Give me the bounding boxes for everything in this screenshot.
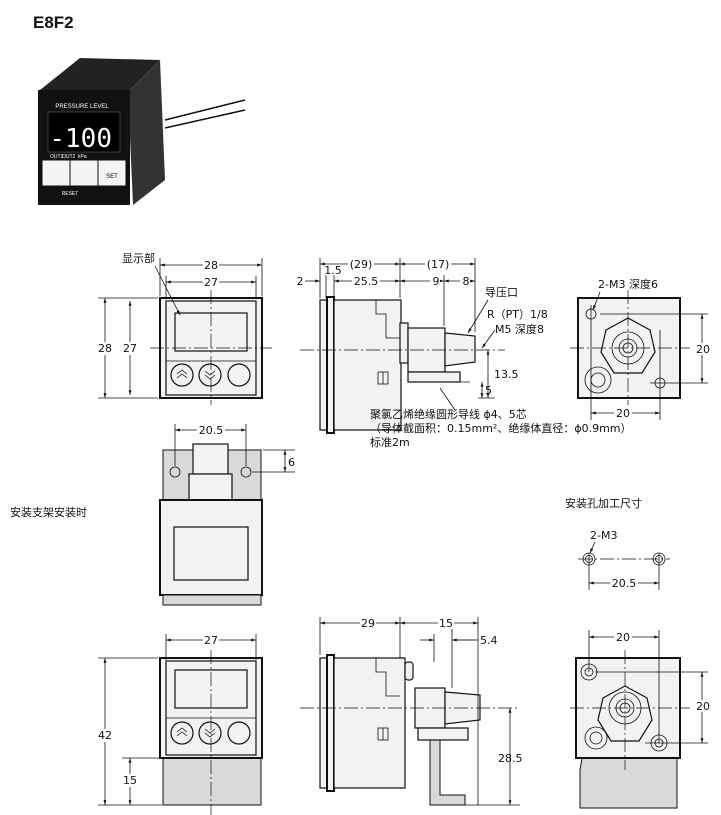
label-m5: M5 深度8 <box>495 322 544 336</box>
photo-display: -100 <box>49 124 112 154</box>
dim-bottom-front-15: 15 <box>123 774 137 787</box>
label-pressure-port: 导压口 <box>485 286 518 299</box>
dim-bracket-20-5: 20.5 <box>199 424 224 437</box>
dim-side-9: 9 <box>433 275 440 288</box>
dim-bottom-side-28-5: 28.5 <box>498 752 523 765</box>
photo-header: PRESSURE LEVEL <box>55 104 109 110</box>
dim-side-29: (29) <box>350 258 373 271</box>
product-title: E8F2 <box>33 13 74 32</box>
label-thread: R（PT）1/8 <box>487 308 548 321</box>
dim-front-width-27: 27 <box>204 276 218 289</box>
photo-set-label: SET <box>106 174 118 180</box>
product-photo: PRESSURE LEVEL -100 OUT1 OUT2 kPa SET RE… <box>38 58 246 205</box>
dim-mount-pitch: 20.5 <box>612 577 637 590</box>
photo-label-out2: OUT2 <box>62 154 76 160</box>
label-rear-holes: 2-M3 深度6 <box>598 277 658 291</box>
dim-bottom-front-27: 27 <box>204 634 218 647</box>
dim-front-height-28: 28 <box>98 342 112 355</box>
bottom-rear-view: 20 20 <box>570 630 713 809</box>
dim-side-5: 5 <box>485 384 492 397</box>
dim-bottom-side-5-4: 5.4 <box>480 634 498 647</box>
bottom-side-view: 29 15 5.4 28.5 <box>300 617 523 806</box>
mounting-holes-title: 安装孔加工尺寸 <box>565 496 642 510</box>
label-cable-spec: 聚氯乙烯绝缘圆形导线 ϕ4、5芯 <box>370 407 527 421</box>
dim-bracket-6: 6 <box>288 456 295 469</box>
label-cable-length: 标准2m <box>370 435 410 449</box>
photo-label-out1: OUT1 <box>50 154 64 160</box>
front-view: 28 27 28 27 显示部 <box>96 251 272 405</box>
dim-side-1-5: 1.5 <box>324 264 342 277</box>
photo-label-kpa: kPa <box>78 154 87 160</box>
photo-reset-label: RESET <box>62 191 79 197</box>
label-cable-detail: （导体截面积：0.15mm²、绝缘体直径：ϕ0.9mm） <box>370 421 632 435</box>
dim-side-25-5: 25.5 <box>354 275 379 288</box>
label-mount-holes: 2-M3 <box>590 529 617 542</box>
dim-side-17: (17) <box>427 258 450 271</box>
dim-rear-width-20: 20 <box>616 407 630 420</box>
dim-front-height-27: 27 <box>123 342 137 355</box>
dim-bottom-front-42: 42 <box>98 729 112 742</box>
dim-side-2: 2 <box>297 275 304 288</box>
label-bracket-mounted: 安装支架安装时 <box>10 505 87 519</box>
label-display: 显示部 <box>122 251 155 265</box>
side-view: (29) (17) 2 1.5 25.5 9 8 导压口 R（PT）1/8 M5… <box>297 258 632 449</box>
mounting-holes: 安装孔加工尺寸 2-M3 20.5 <box>565 496 670 590</box>
dim-bottom-side-29: 29 <box>361 617 375 630</box>
dim-rear-height-20: 20 <box>696 343 710 356</box>
dim-bottom-side-15: 15 <box>439 617 453 630</box>
bracket-view: 20.5 6 安装支架安装时 <box>10 424 295 606</box>
dim-side-13-5: 13.5 <box>494 368 519 381</box>
dim-front-width-28: 28 <box>204 259 218 272</box>
dim-bottom-rear-width-20: 20 <box>616 631 630 644</box>
rear-view: 20 20 2-M3 深度6 <box>570 277 713 420</box>
bottom-front-view: 27 42 15 <box>96 634 263 815</box>
dim-side-8: 8 <box>463 275 470 288</box>
dim-bottom-rear-height-20: 20 <box>696 700 710 713</box>
